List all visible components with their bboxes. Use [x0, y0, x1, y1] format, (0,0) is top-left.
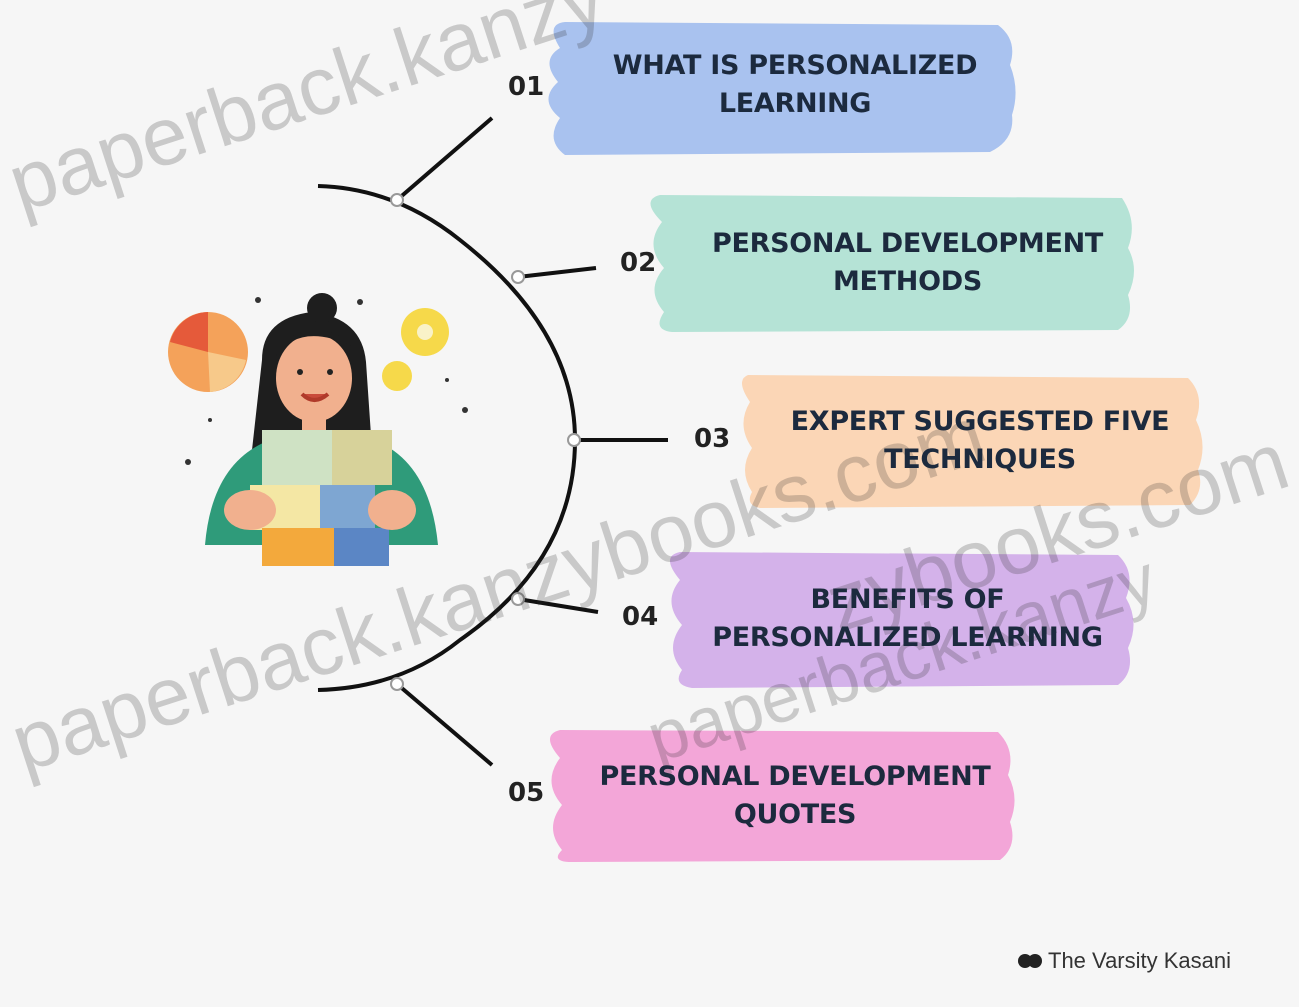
banner-04 — [670, 552, 1134, 688]
woman-illustration — [168, 293, 468, 566]
connector-02 — [517, 266, 597, 279]
connector-01 — [395, 116, 494, 202]
credit: The Varsity Kasani — [1018, 948, 1231, 974]
item-number-05: 05 — [508, 778, 545, 808]
credit-text: The Varsity Kasani — [1048, 948, 1232, 973]
item-number-02: 02 — [620, 248, 657, 278]
banner-02 — [650, 195, 1134, 332]
connector-nodes — [390, 193, 581, 691]
item-number-03: 03 — [694, 424, 731, 454]
item-number-01: 01 — [508, 72, 545, 102]
credit-logo-icon — [1028, 954, 1042, 968]
item-number-04: 04 — [622, 602, 659, 632]
connector-04 — [517, 597, 599, 614]
banner-05 — [550, 730, 1015, 862]
banner-03 — [741, 375, 1203, 508]
connector-05 — [395, 682, 494, 767]
banner-01 — [548, 22, 1016, 155]
